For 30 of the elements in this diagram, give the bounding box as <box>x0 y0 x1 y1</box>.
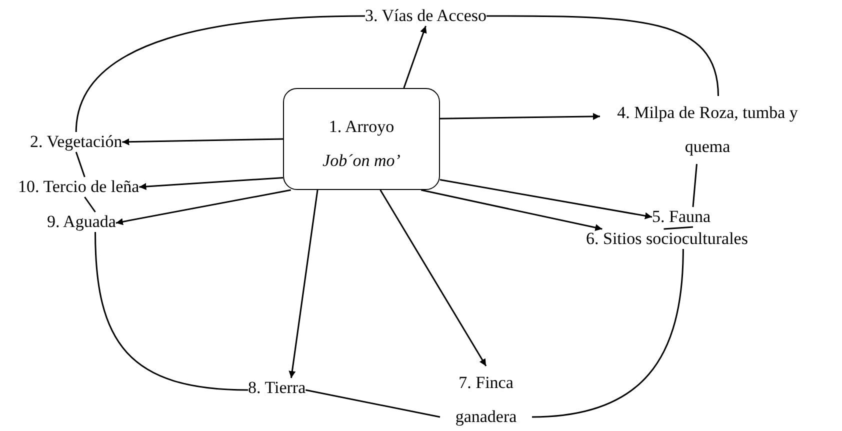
node-subtitle: Job´on mo’ <box>322 151 402 171</box>
arrow <box>403 26 427 88</box>
arrow <box>421 189 602 231</box>
connector-line <box>692 164 698 208</box>
arrow <box>122 138 284 146</box>
node-label: 2. Vegetación <box>30 132 122 152</box>
node-label: 7. Finca ganadera <box>440 366 532 431</box>
node-title: 1. Arroyo <box>328 117 396 137</box>
node-label: 10. Tercio de leña <box>18 177 140 197</box>
node-label: 6. Sitios socioculturales <box>586 229 748 249</box>
connector-line <box>75 15 366 132</box>
arrow <box>116 189 291 226</box>
connector-line <box>305 389 440 418</box>
connector-line <box>94 232 248 391</box>
connector-line <box>84 196 96 212</box>
connector-line <box>75 152 86 178</box>
arrow <box>139 177 284 190</box>
node-label: 5. Fauna <box>652 207 711 227</box>
node-label: 9. Aguada <box>47 212 116 232</box>
connector-line <box>664 226 694 230</box>
arrow <box>380 190 487 366</box>
connector-line <box>486 15 719 96</box>
connector-line <box>532 248 684 418</box>
arrow <box>288 190 318 378</box>
arrow <box>440 113 600 120</box>
arrow <box>440 179 652 220</box>
node-label: 4. Milpa de Roza, tumba y quema <box>600 96 815 164</box>
node-label: 3. Vías de Acceso <box>365 6 486 26</box>
process-box <box>283 88 440 190</box>
node-label: 8. Tierra <box>248 378 306 398</box>
